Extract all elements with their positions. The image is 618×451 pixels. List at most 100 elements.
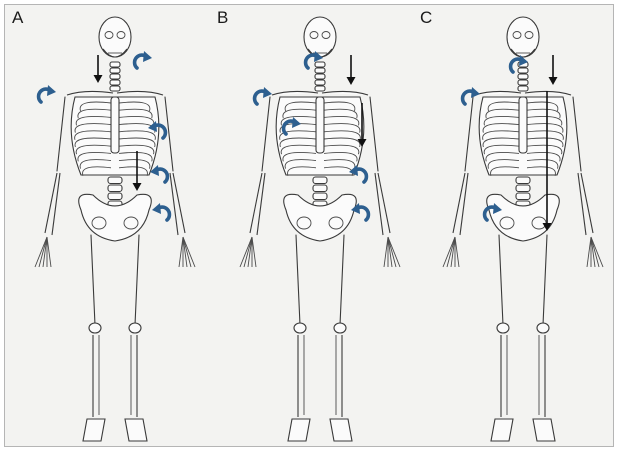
lumbar-vertebra	[313, 193, 327, 200]
rotation-arrowhead	[47, 85, 56, 96]
ulna-left	[257, 173, 265, 235]
cervical-vertebra	[518, 86, 528, 91]
foot-right	[125, 419, 147, 441]
finger-left	[252, 237, 256, 267]
clavicle-left	[272, 91, 318, 95]
finger-right	[384, 237, 388, 267]
finger-right	[388, 237, 396, 267]
panel-c: C	[413, 5, 614, 446]
finger-left	[447, 237, 455, 267]
foot-right	[533, 419, 555, 441]
finger-right	[179, 237, 183, 267]
ulna-right	[170, 173, 178, 235]
femur-left	[499, 235, 503, 325]
femur-left	[296, 235, 300, 325]
arrow-head	[94, 75, 103, 83]
finger-left	[47, 237, 51, 267]
ulna-left	[52, 173, 60, 235]
finger-left	[244, 237, 252, 267]
arrow-head	[133, 183, 142, 191]
foot-left	[288, 419, 310, 441]
cervical-vertebra	[110, 86, 120, 91]
panel-b: B	[210, 5, 413, 446]
finger-right	[183, 237, 191, 267]
sternum	[316, 97, 324, 153]
humerus-left	[262, 97, 270, 171]
cervical-vertebra	[110, 80, 120, 85]
finger-right	[587, 237, 591, 267]
foot-left	[83, 419, 105, 441]
skeleton	[443, 17, 603, 441]
down-arrow-icon	[347, 55, 356, 85]
patella-right	[334, 323, 346, 333]
femur-right	[340, 235, 344, 325]
lumbar-vertebra	[516, 185, 530, 192]
patella-left	[89, 323, 101, 333]
cervical-vertebra	[315, 68, 325, 73]
radius-left	[45, 173, 57, 233]
lumbar-vertebra	[108, 193, 122, 200]
foot-left	[491, 419, 513, 441]
ulna-right	[578, 173, 586, 235]
femur-right	[135, 235, 139, 325]
skeleton-panel-c	[413, 5, 614, 446]
radius-left	[250, 173, 262, 233]
rotation-arrowhead	[143, 51, 152, 62]
patella-left	[497, 323, 509, 333]
radius-right	[173, 173, 185, 233]
clavicle-left	[475, 91, 521, 95]
patella-right	[129, 323, 141, 333]
finger-right	[591, 237, 599, 267]
cervical-vertebra	[518, 68, 528, 73]
clavicle-right	[117, 91, 163, 95]
lumbar-vertebra	[313, 185, 327, 192]
down-arrow-icon	[549, 55, 558, 85]
ulna-left	[460, 173, 468, 235]
cervical-vertebra	[518, 80, 528, 85]
panel-a: A	[5, 5, 208, 446]
cervical-vertebra	[518, 74, 528, 79]
humerus-left	[465, 97, 473, 171]
humerus-right	[573, 97, 581, 171]
lumbar-vertebra	[516, 177, 530, 184]
lumbar-vertebra	[516, 193, 530, 200]
clavicle-right	[322, 91, 368, 95]
femur-right	[543, 235, 547, 325]
clavicle-left	[67, 91, 113, 95]
patella-right	[537, 323, 549, 333]
lumbar-vertebra	[108, 185, 122, 192]
foot-right	[330, 419, 352, 441]
rotation-icon	[135, 51, 152, 68]
down-arrow-icon	[94, 55, 103, 83]
cervical-vertebra	[110, 68, 120, 73]
radius-left	[453, 173, 465, 233]
rotation-icon	[150, 165, 167, 182]
humerus-left	[57, 97, 65, 171]
radius-right	[378, 173, 390, 233]
cervical-vertebra	[315, 80, 325, 85]
humerus-right	[370, 97, 378, 171]
cervical-vertebra	[315, 74, 325, 79]
cervical-vertebra	[315, 86, 325, 91]
finger-left	[455, 237, 459, 267]
finger-left	[39, 237, 47, 267]
cervical-vertebra	[110, 74, 120, 79]
rotation-icon	[152, 203, 169, 220]
skeleton-panel-a	[5, 5, 208, 446]
rotation-icon	[463, 87, 480, 104]
lumbar-vertebra	[108, 177, 122, 184]
arrow-head	[549, 77, 558, 85]
rotation-arrowhead	[471, 87, 480, 98]
clavicle-right	[525, 91, 571, 95]
lumbar-vertebra	[313, 177, 327, 184]
cervical-vertebra	[315, 62, 325, 67]
figure-frame: A B C	[4, 4, 614, 447]
ulna-right	[375, 173, 383, 235]
femur-left	[91, 235, 95, 325]
cervical-vertebra	[110, 62, 120, 67]
skeleton-panel-b	[210, 5, 413, 446]
patella-left	[294, 323, 306, 333]
arrow-head	[347, 77, 356, 85]
rotation-arrowhead	[152, 203, 161, 214]
rotation-arrowhead	[263, 87, 272, 98]
